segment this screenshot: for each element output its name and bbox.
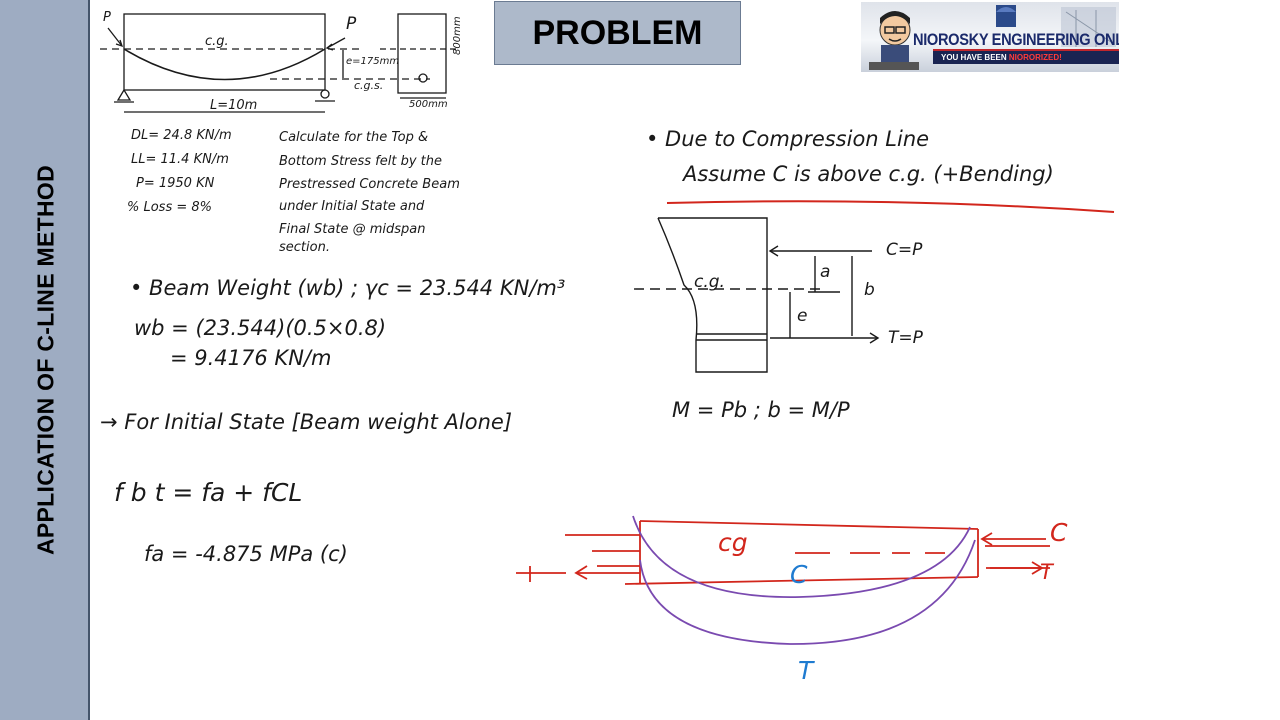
problem-line-4: under Initial State and [279,199,425,214]
logo-tagline-prefix: YOU HAVE BEEN [941,53,1009,62]
e-dimension-label: e [797,306,808,326]
beam-weight-line-3: = 9.4176 KN/m [170,346,332,370]
logo-name: NIOROSKY ENGINEERING ONLINE [913,30,1119,49]
problem-line-3: Prestressed Concrete Beam [279,177,460,192]
logo-stripe [933,49,1119,51]
eccentricity-label: e=175mm [346,56,400,67]
beam-weight-line-1: • Beam Weight (wb) ; γc = 23.544 KN/m³ [130,276,566,300]
channel-logo: NIOROSKY ENGINEERING ONLINE YOU HAVE BEE… [861,2,1119,72]
sidebar-title: APPLICATION OF C-LINE METHOD [32,164,59,556]
logo-tagline: YOU HAVE BEEN NIORORIZED! [941,53,1062,62]
assumption-underline [666,200,1115,213]
problem-line-1: Calculate for the Top & [279,130,429,145]
logo-graphic [869,5,1116,70]
given-dead-load: DL= 24.8 KN/m [131,128,232,143]
stress-formula: f b t = fa + fCL [114,478,303,507]
problem-header: PROBLEM [494,1,741,65]
cline-c-label: C [1050,518,1068,547]
force-left-label: P [103,10,111,25]
logo-banner [933,51,1119,64]
given-live-load: LL= 11.4 KN/m [131,152,229,167]
sidebar: APPLICATION OF C-LINE METHOD [0,0,90,720]
beam-weight-line-2: wb = (23.544)(0.5×0.8) [134,316,387,340]
b-dimension-label: b [864,280,875,300]
cgs-label: c.g.s. [354,79,384,92]
force-right-label: P [346,14,357,34]
moment-equation: M = Pb ; b = M/P [672,398,850,422]
section-cg-label: c.g. [694,272,725,292]
cline-t-label: T [1040,560,1053,584]
beam-cg-label: c.g. [205,34,229,49]
given-prestress-force: P= 1950 KN [136,176,215,191]
cline-sketch [516,515,1050,645]
tline-label: T [798,656,814,685]
span-label: L=10m [210,98,258,113]
problem-line-6: section. [279,240,330,255]
compression-line-heading: • Due to Compression Line [646,127,930,151]
fa-value: fa = -4.875 MPa (c) [144,542,348,566]
problem-line-2: Bottom Stress felt by the [279,154,443,169]
width-label: 500mm [409,99,448,110]
depth-label: 800mm [452,16,463,55]
a-dimension-label: a [820,262,831,282]
problem-title: PROBLEM [532,13,703,52]
tension-force-label: T=P [888,328,923,348]
cline-cg-label: cg [718,528,748,557]
compression-force-label: C=P [886,240,923,260]
logo-tagline-highlight: NIORORIZED! [1008,53,1062,62]
initial-state-heading: → For Initial State [Beam weight Alone] [100,410,513,434]
given-loss: % Loss = 8% [127,200,213,215]
section-force-sketch [634,217,880,373]
compression-line-assumption: Assume C is above c.g. (+Bending) [683,162,1054,186]
problem-line-5: Final State @ midspan [279,222,426,237]
cline-c-inner-label: C [790,560,808,589]
